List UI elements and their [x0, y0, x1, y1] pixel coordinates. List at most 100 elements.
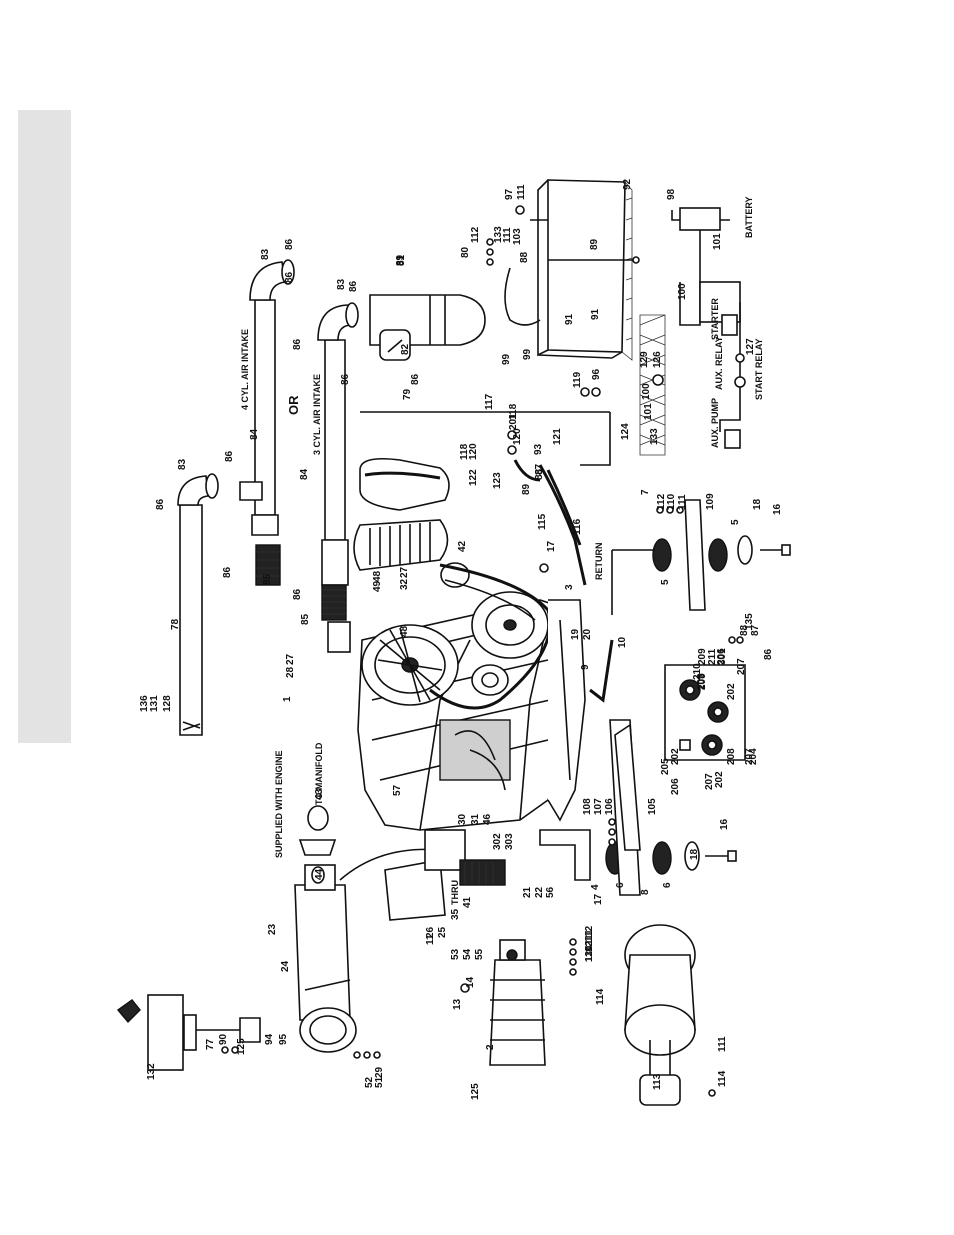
- part-callout: 134: [584, 945, 595, 962]
- part-callout: 22: [534, 886, 545, 898]
- part-callout: 86: [224, 450, 235, 462]
- part-callout: 202: [670, 748, 681, 765]
- part-callout: 89: [589, 238, 600, 250]
- part-callout: 80: [460, 246, 471, 258]
- part-callout: 48: [372, 570, 383, 582]
- wiring-schematic: [671, 207, 746, 449]
- part-callout: 32: [399, 578, 410, 590]
- part-callout: 118: [459, 443, 470, 460]
- oil-sump: [547, 599, 586, 822]
- part-callout: 111: [677, 494, 688, 510]
- part-callout: 26: [425, 926, 436, 938]
- fuel-return-hoses: [513, 459, 587, 586]
- part-callout: 206: [716, 648, 727, 665]
- caption-starter: STARTER: [710, 298, 720, 340]
- part-callout: 210: [692, 663, 703, 680]
- part-callout: 86: [284, 238, 295, 250]
- part-callout: 207: [704, 773, 715, 790]
- exhaust-stack-124: [116, 994, 261, 1071]
- caption-to-manifold: TO MANIFOLD: [314, 742, 324, 805]
- part-callout: 29: [374, 1066, 385, 1078]
- part-callout: 112: [470, 226, 481, 243]
- part-callout: 25: [437, 926, 448, 938]
- part-callout: 83: [177, 458, 188, 470]
- part-callout: 98: [666, 188, 677, 200]
- hydraulic-pump-assembly: [614, 664, 746, 851]
- part-callout: 16: [772, 503, 783, 515]
- part-callout: 2: [485, 1044, 496, 1050]
- part-callout: 86: [222, 566, 233, 578]
- part-callout: 8: [640, 889, 651, 895]
- part-callout: 95: [278, 1033, 289, 1045]
- part-callout: 302: [492, 833, 503, 850]
- part-callout: 30: [457, 813, 468, 825]
- part-callout: 111: [717, 1036, 728, 1052]
- part-callout: 207: [744, 748, 755, 765]
- part-callout: 86: [292, 588, 303, 600]
- oil-filter: [424, 829, 506, 886]
- part-callout: 13: [452, 998, 463, 1010]
- part-callout: 3: [564, 584, 575, 590]
- part-callout: 89: [395, 254, 406, 266]
- part-callout: 114: [717, 1070, 728, 1087]
- part-callout: 9: [580, 664, 591, 670]
- part-callout: 12: [584, 940, 595, 952]
- part-callout: 135: [744, 613, 755, 630]
- part-callout: 31: [470, 813, 481, 825]
- part-callout: 43: [314, 788, 325, 800]
- part-callout: 106: [604, 798, 615, 815]
- part-callout: 28: [285, 666, 296, 678]
- part-callout: 35: [450, 908, 461, 920]
- part-callout: 17: [546, 540, 557, 552]
- caption-supplied-with-engine: SUPPLIED WITH ENGINE: [274, 750, 284, 858]
- part-callout: 97: [504, 188, 515, 200]
- part-callout: 206: [670, 778, 681, 795]
- part-callout: 93: [533, 443, 544, 455]
- part-callout: 99: [522, 348, 533, 360]
- part-callout: 83: [336, 278, 347, 290]
- part-callout: 301: [717, 648, 728, 665]
- part-callout: 125: [470, 1083, 481, 1100]
- part-callout: 110: [584, 945, 595, 962]
- manifold-adapter: [298, 805, 337, 884]
- part-callout: 96: [591, 368, 602, 380]
- part-callout: 6: [662, 882, 673, 888]
- part-callout: 81: [396, 254, 407, 266]
- cover-plate: [339, 848, 446, 921]
- part-callout: 54: [462, 948, 473, 960]
- part-callout: 126: [652, 351, 663, 368]
- part-callout: 114: [595, 988, 606, 1005]
- caption-start-relay: START RELAY: [754, 338, 764, 400]
- part-callout: 121: [552, 428, 563, 445]
- part-callout: 108: [582, 798, 593, 815]
- part-callout: 82: [400, 343, 411, 355]
- part-callout: 128: [162, 695, 173, 712]
- caption-or: OR: [286, 395, 301, 415]
- cooling-fan-assembly: [361, 624, 459, 706]
- part-callout: 21: [522, 886, 533, 898]
- part-callout: 123: [492, 472, 503, 489]
- part-callout: 18: [689, 848, 700, 860]
- part-callout: 46: [482, 813, 493, 825]
- part-callout: 101: [712, 233, 723, 250]
- fuel-tank-bracket: [360, 267, 611, 466]
- exhaust-pipe-78: [177, 473, 219, 736]
- part-callout: 100: [677, 283, 688, 300]
- part-callout: 94: [264, 1033, 275, 1045]
- part-callout: 112: [584, 925, 595, 942]
- part-callout: 125: [236, 1038, 247, 1055]
- part-callout: 86: [284, 271, 295, 283]
- part-callout: 133: [649, 428, 660, 445]
- part-callout: 19: [570, 628, 581, 640]
- part-callout: 120: [468, 443, 479, 460]
- part-callout: 86: [292, 338, 303, 350]
- part-callout: 91: [590, 308, 601, 320]
- caption-3-cyl-air-intake: 3 CYL. AIR INTAKE: [312, 374, 322, 455]
- caption-return: RETURN: [594, 543, 604, 581]
- part-callout: 86: [410, 373, 421, 385]
- part-callout: 92: [622, 178, 633, 190]
- caption-battery: BATTERY: [744, 197, 754, 239]
- caption-4-cyl-air-intake: 4 CYL. AIR INTAKE: [240, 329, 250, 410]
